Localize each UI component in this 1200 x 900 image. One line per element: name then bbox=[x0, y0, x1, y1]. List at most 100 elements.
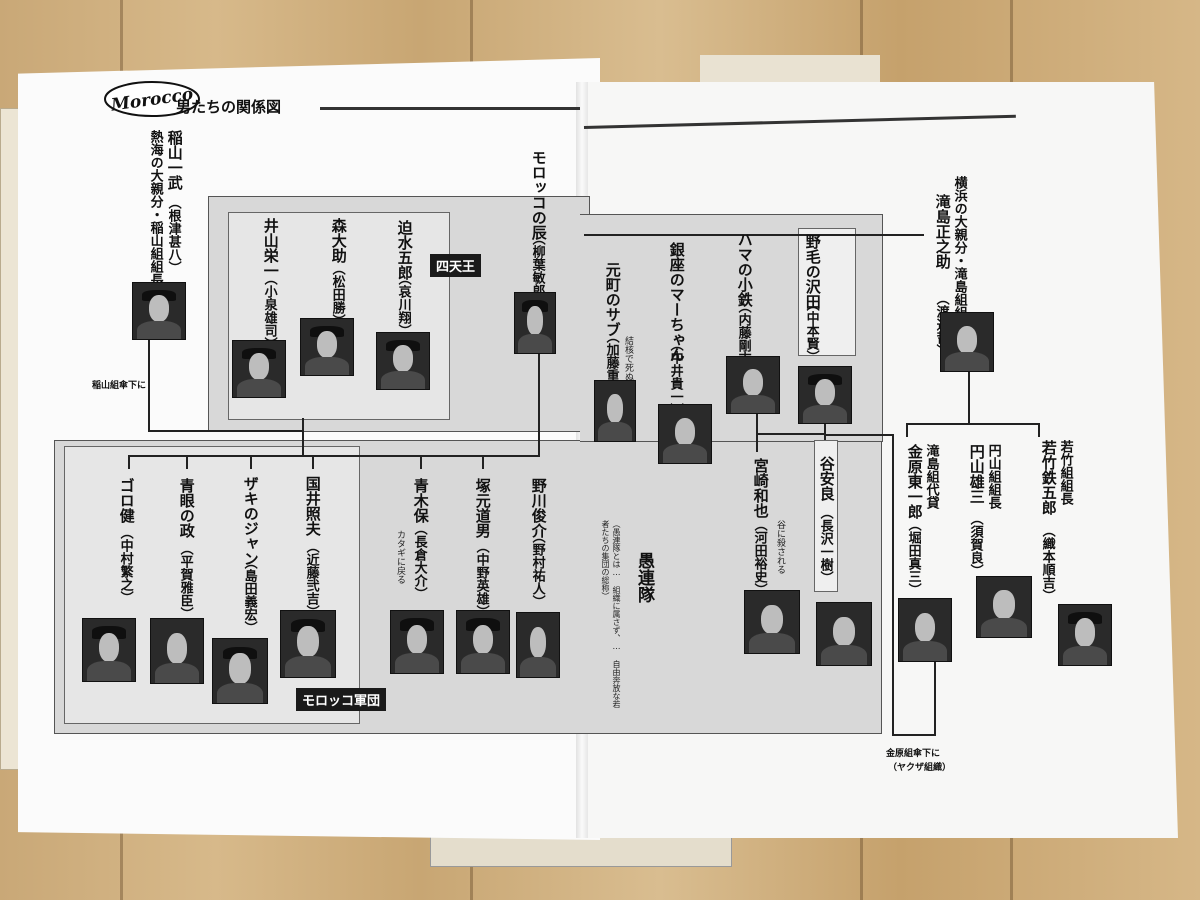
fukuyama-connector bbox=[148, 430, 304, 432]
kanehara-bottom-line bbox=[892, 734, 936, 736]
shitenno-name-1: 井山栄一 bbox=[261, 218, 280, 278]
right-portrait-1 bbox=[594, 380, 636, 442]
title-rule bbox=[320, 107, 580, 110]
branch-tick bbox=[1038, 423, 1040, 437]
takishima-name-1: 金原東一郎 bbox=[905, 444, 924, 519]
other-actor-2: （中野英雄） bbox=[473, 540, 489, 618]
right-portrait-3 bbox=[726, 356, 780, 414]
yokohama-down-line bbox=[968, 368, 970, 424]
branch-tick bbox=[128, 455, 130, 469]
takishima-portrait-1 bbox=[898, 598, 952, 662]
boss-name: モロッコの辰 bbox=[529, 150, 548, 240]
right-name-1: 元町のサブ bbox=[603, 262, 622, 337]
fine-print: （愚連隊とは… 組織に属さず、… 自由奔放な若者たちの集団の総称） bbox=[601, 520, 621, 708]
takishima-role-2: 円山組組長 bbox=[985, 444, 1001, 509]
fukuyama-role: 熱海の大親分・稲山組組長 bbox=[147, 130, 163, 286]
other-portrait-3 bbox=[516, 612, 560, 678]
yokohama-name: 滝島正之助 bbox=[933, 194, 952, 269]
takishima-actor-3: （織本順吉） bbox=[1039, 524, 1055, 602]
shitenno-portrait-2 bbox=[300, 318, 354, 376]
shitenno-actor-2: （松田勝） bbox=[329, 262, 345, 327]
gundan-portrait-3 bbox=[212, 638, 268, 704]
takishima-actor-2: （須賀良） bbox=[967, 512, 983, 577]
gundan-name-4: 国井照夫 bbox=[303, 476, 322, 536]
takishima-role-3: 若竹組組長 bbox=[1057, 440, 1073, 505]
other-name-1: 青木保 bbox=[411, 478, 430, 523]
kanehara-to-tani-line bbox=[826, 434, 894, 436]
shitenno-actor-3: （哀川翔） bbox=[395, 272, 411, 337]
gundan-portrait-4 bbox=[280, 610, 336, 678]
page-title: 男たちの関係図 bbox=[176, 98, 282, 116]
fukuyama-actor: （根津甚八） bbox=[165, 196, 181, 274]
takishima-role-1: 滝島組代貸 bbox=[923, 444, 939, 509]
branch-tick bbox=[312, 455, 314, 469]
tani-actor: （長沢一樹） bbox=[817, 506, 833, 584]
gundan-portrait-1 bbox=[82, 618, 136, 682]
right-portrait-4 bbox=[798, 366, 852, 424]
shitenno-name-3: 迫水五郎 bbox=[395, 220, 414, 280]
right-note-1: 結核で死ぬ bbox=[623, 336, 633, 381]
morocco-logo: Morocco bbox=[104, 81, 200, 117]
right-name-4: 野毛の沢田 bbox=[803, 234, 822, 309]
shitenno-portrait-1 bbox=[232, 340, 286, 398]
gundan-tag: モロッコ軍団 bbox=[296, 688, 387, 711]
miyazaki-note: 谷に殺される bbox=[775, 520, 785, 574]
gundan-portrait-2 bbox=[150, 618, 204, 684]
takishima-portrait-2 bbox=[976, 576, 1032, 638]
gurentai-branch-line bbox=[128, 455, 540, 457]
fukuyama-line bbox=[148, 340, 150, 432]
other-actor-3: （野村祐人） bbox=[529, 530, 545, 608]
gundan-actor-1: （中村繁之） bbox=[117, 526, 133, 604]
shitenno-actor-1: （小泉雄司） bbox=[261, 272, 277, 350]
sawada-box bbox=[798, 228, 856, 356]
miyazaki-name: 宮崎和也 bbox=[751, 458, 770, 518]
other-name-3: 野川俊介 bbox=[529, 478, 548, 538]
yokohama-portrait bbox=[940, 312, 994, 372]
kanehara-outer-line bbox=[892, 434, 894, 736]
branch-tick bbox=[186, 455, 188, 469]
boss-actor: （柳葉敏郎） bbox=[529, 232, 545, 310]
gundan-actor-4: （近藤弐吉） bbox=[303, 540, 319, 618]
shitenno-portrait-3 bbox=[376, 332, 430, 390]
right-portrait-2 bbox=[658, 404, 712, 464]
branch-tick bbox=[250, 455, 252, 469]
right-name-3: ハマの小鉄 bbox=[735, 232, 754, 307]
other-name-2: 塚元道男 bbox=[473, 478, 492, 538]
boss-down-line bbox=[538, 352, 540, 456]
fukuyama-name: 稲山一武 bbox=[165, 130, 184, 190]
right-top-line bbox=[584, 234, 924, 236]
yokohama-role: 横浜の大親分・滝島組組長 bbox=[951, 176, 967, 332]
branch-tick bbox=[906, 423, 908, 437]
gundan-name-3: ザキのジャン bbox=[241, 476, 260, 566]
takishima-actor-1: （堀田真三） bbox=[905, 518, 921, 596]
right-name-2: 銀座のマーちゃん bbox=[667, 242, 686, 362]
takishima-name-2: 円山雄三 bbox=[967, 444, 986, 504]
miyazaki-actor: （河田裕史） bbox=[751, 518, 767, 596]
kanehara-note-2: （ヤクザ組織） bbox=[888, 763, 952, 773]
branch-tick bbox=[420, 455, 422, 469]
takishima-branch-line bbox=[906, 423, 1040, 425]
right-actor-2: （中井貴一） bbox=[667, 338, 683, 416]
kanehara-note-1: 金原組傘下に bbox=[886, 749, 941, 759]
right-actor-4: （中本賢） bbox=[803, 298, 819, 363]
gundan-name-2: 青眼の政 bbox=[177, 478, 196, 538]
kanehara-line bbox=[934, 660, 936, 736]
fukuyama-note: 稲山組傘下に bbox=[92, 381, 147, 391]
branch-tick bbox=[482, 455, 484, 469]
shitenno-name-2: 森大助 bbox=[329, 218, 348, 263]
kotetsu-connector bbox=[756, 433, 826, 435]
kotetsu-down-line bbox=[756, 410, 758, 452]
gundan-actor-2: （平賀雅臣） bbox=[177, 542, 193, 620]
fukuyama-portrait bbox=[132, 282, 186, 340]
tani-name: 谷安良 bbox=[817, 456, 836, 501]
box-back bbox=[700, 55, 880, 85]
sawada-down-line bbox=[824, 420, 826, 440]
gurentai-label: 愚連隊 bbox=[634, 552, 654, 603]
gundan-actor-3: （島田義宏） bbox=[241, 556, 257, 634]
tani-box bbox=[814, 440, 838, 592]
gundan-name-1: ゴロ健 bbox=[117, 478, 136, 523]
other-portrait-2 bbox=[456, 610, 510, 674]
miyazaki-portrait bbox=[744, 590, 800, 654]
other-actor-1: （長倉大介） bbox=[411, 522, 427, 600]
other-note-1: カタギに戻る bbox=[395, 530, 405, 584]
